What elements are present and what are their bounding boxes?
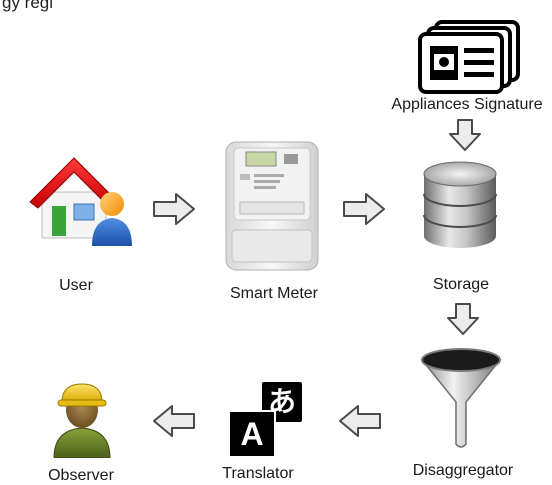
arrow-meter-to-storage [342,192,386,226]
translator-label: Translator [222,465,294,482]
id-cards-icon [418,20,520,94]
worker-icon [53,383,111,458]
database-icon [423,161,497,248]
header-fragment: gy regi [2,0,54,12]
disaggregator-node [420,346,502,450]
storage-label: Storage [432,276,490,293]
observer-node [50,378,114,458]
smart-meter-icon [225,141,319,271]
smart-meter-node [224,140,320,272]
arrow-appliances-to-storage [448,118,482,152]
appliances-signature-label: Appliances Signature [391,96,543,113]
arrow-storage-to-disaggregator [446,302,480,336]
translator-node: あ A [228,382,304,458]
observer-label: Observer [48,467,114,484]
house-user-icon [29,157,132,246]
disaggregator-label: Disaggregator [412,462,514,479]
translate-icon: あ A [228,382,304,458]
arrow-user-to-meter [152,192,196,226]
appliances-signature-node [418,20,522,96]
arrow-translator-to-observer [152,404,196,438]
arrow-disaggregator-to-translator [338,404,382,438]
funnel-icon [420,348,502,448]
user-node [28,148,136,248]
smart-meter-label: Smart Meter [229,285,319,302]
latin-glyph: A [228,410,276,458]
user-label: User [59,277,93,294]
storage-node [420,160,500,250]
